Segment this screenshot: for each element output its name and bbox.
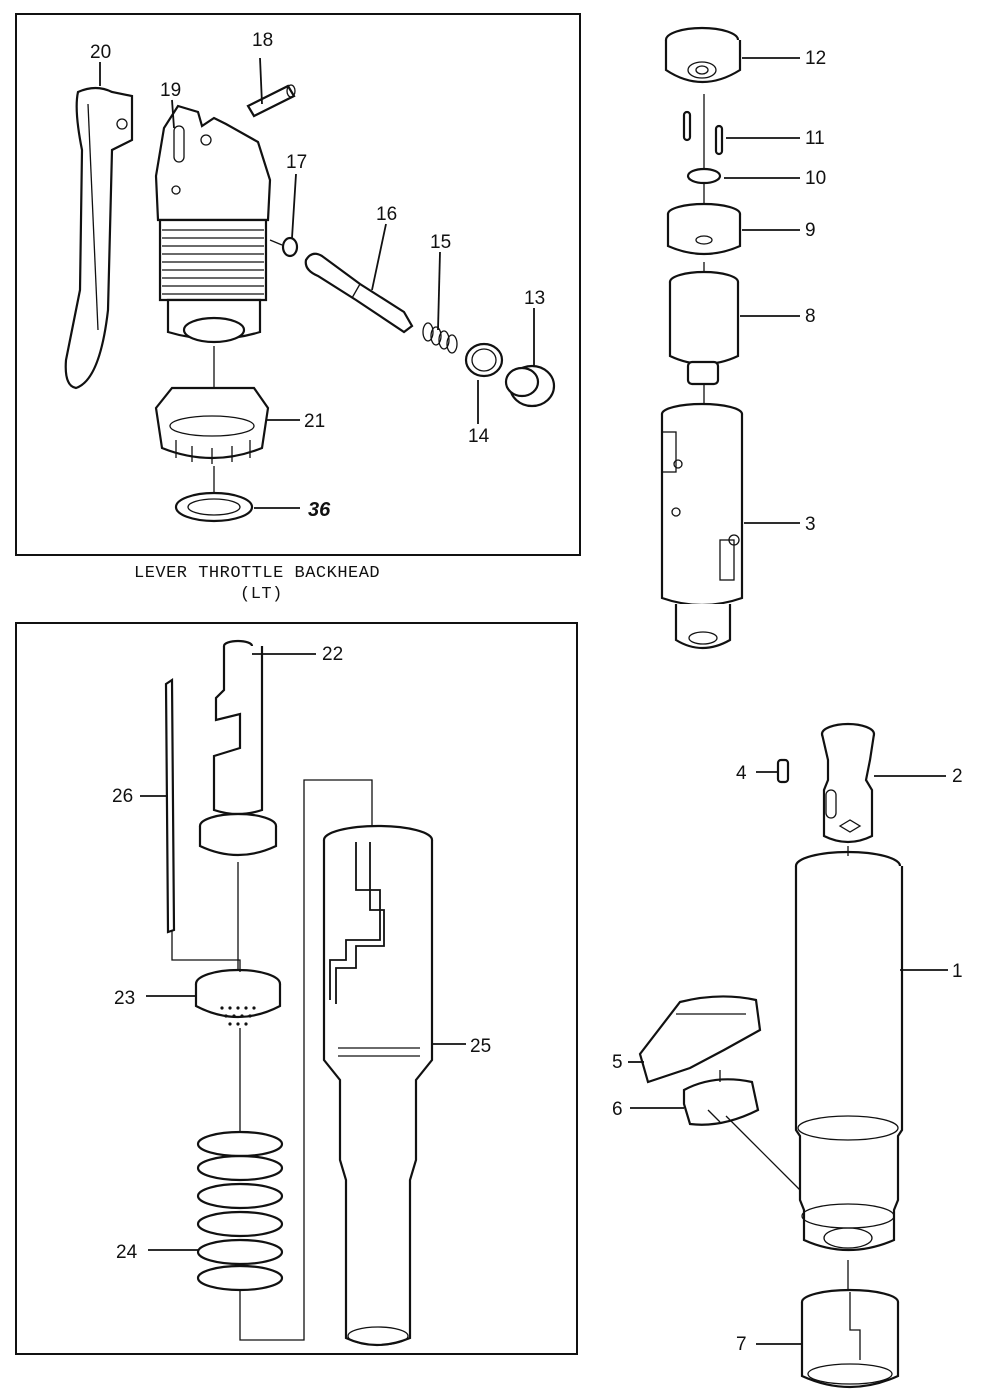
part-36-washer [174,491,254,523]
callout-5: 5 [612,1052,623,1073]
callout-1: 1 [952,961,963,982]
part-13-plug [504,364,556,408]
callout-4: 4 [736,763,747,784]
callout-12: 12 [805,48,826,69]
caption-subtitle: (LT) [240,585,283,604]
part-5-latch [638,995,762,1084]
callout-10: 10 [805,168,826,189]
part-10-o-ring [686,167,722,185]
part-15-spring [422,322,458,354]
callout-2: 2 [952,766,963,787]
part-21-nut [154,386,270,464]
leaders-valve-assembly [140,653,466,1251]
part-17-o-ring [281,236,299,258]
callout-19: 19 [160,80,181,101]
leaders-barrel-assembly [628,771,948,1345]
valve-assembly-frame [15,622,578,1355]
callout-15: 15 [430,232,451,253]
part-6-retainer [682,1078,760,1126]
callout-16: 16 [376,204,397,225]
callout-23: 23 [114,988,135,1009]
part-16-valve-stem [304,252,414,334]
callout-14: 14 [468,426,490,447]
part-24-spring [196,1130,284,1292]
callout-8: 8 [805,306,816,327]
part-11-pins [682,110,724,156]
part-25-valve-body [322,824,434,1347]
part-2-chuck [820,722,876,844]
part-20-lever [64,86,134,390]
callout-6: 6 [612,1099,623,1120]
callout-7: 7 [736,1334,747,1355]
callout-21: 21 [304,411,325,432]
callout-22: 22 [322,644,343,665]
lever-throttle-backhead-frame [15,13,581,556]
callout-9: 9 [805,220,816,241]
part-18-pin [246,84,296,118]
leaders-right-column [724,57,800,524]
part-19-backhead-body [154,104,272,344]
callout-24: 24 [116,1242,138,1263]
callout-26: 26 [112,786,133,807]
part-4-pin [776,758,790,784]
callout-25: 25 [470,1036,491,1057]
callout-17: 17 [286,152,307,173]
part-26-rod [164,677,176,934]
callout-11: 11 [805,128,825,149]
callout-3: 3 [805,514,816,535]
part-3-cylinder [660,402,744,650]
part-7-bushing [800,1288,900,1389]
part-22-valve-stem [198,639,278,857]
part-23-valve-seat [194,968,282,1026]
callout-13: 13 [524,288,545,309]
part-12-cap [664,26,742,84]
caption-title: LEVER THROTTLE BACKHEAD [134,564,380,583]
callout-20: 20 [90,42,111,63]
part-14-ring [464,342,504,378]
callout-36: 36 [308,499,331,521]
callout-18: 18 [252,30,273,51]
part-8-piston [668,270,740,386]
part-9-valve-box [666,202,742,256]
part-1-barrel [794,850,904,1252]
leaders-backhead [99,57,535,509]
